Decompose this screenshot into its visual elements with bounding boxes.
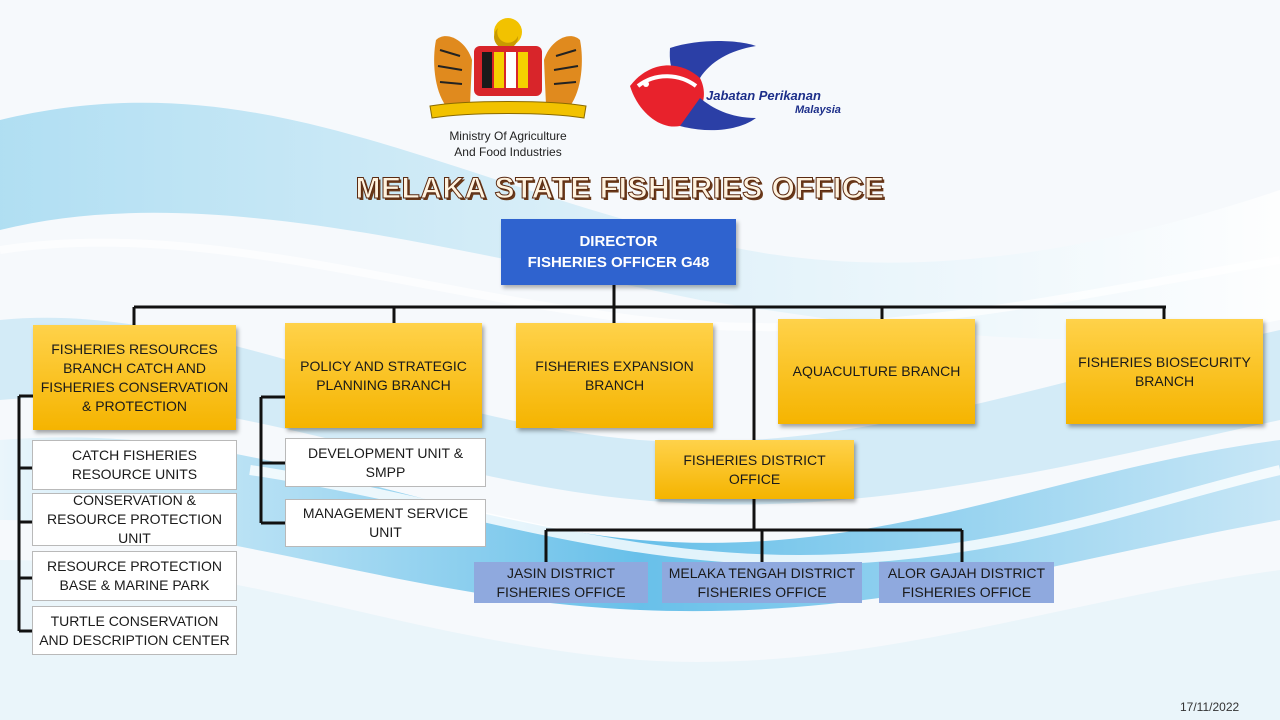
branch-fisheries-biosecurity: FISHERIES BIOSECURITY BRANCH (1066, 319, 1263, 424)
unit-conservation-resource-protection: CONSERVATION & RESOURCE PROTECTION UNIT (32, 492, 237, 546)
district-alor-gajah: ALOR GAJAH DISTRICT FISHERIES OFFICE (879, 562, 1054, 603)
page-title: MELAKA STATE FISHERIES OFFICE (355, 172, 885, 206)
unit-catch-fisheries-resource: CATCH FISHERIES RESOURCE UNITS (32, 440, 237, 490)
ministry-line-2: And Food Industries (454, 145, 562, 159)
branch-policy-strategic-planning: POLICY AND STRATEGIC PLANNING BRANCH (285, 323, 482, 428)
unit-turtle-conservation-center: TURTLE CONSERVATION AND DESCRIPTION CENT… (32, 606, 237, 655)
branch-aquaculture: AQUACULTURE BRANCH (778, 319, 975, 424)
fisheries-district-office: FISHERIES DISTRICT OFFICE (655, 440, 854, 499)
branch-fisheries-expansion: FISHERIES EXPANSION BRANCH (516, 323, 713, 428)
coat-of-arms-logo (429, 18, 587, 119)
jabatan-logo-subtext: Malaysia (795, 104, 841, 116)
jabatan-perikanan-logo (630, 41, 756, 131)
director-box: DIRECTOR FISHERIES OFFICER G48 (501, 219, 736, 285)
ministry-line-1: Ministry Of Agriculture (449, 129, 567, 143)
director-grade: FISHERIES OFFICER G48 (527, 254, 710, 271)
district-jasin: JASIN DISTRICT FISHERIES OFFICE (474, 562, 648, 603)
unit-development-smpp: DEVELOPMENT UNIT & SMPP (285, 438, 486, 487)
footer-date: 17/11/2022 (1180, 700, 1240, 714)
ministry-caption: Ministry Of Agriculture And Food Industr… (420, 128, 596, 160)
branch-fisheries-resources: FISHERIES RESOURCES BRANCH CATCH AND FIS… (33, 325, 236, 430)
district-melaka-tengah: MELAKA TENGAH DISTRICT FISHERIES OFFICE (662, 562, 862, 603)
unit-resource-protection-base: RESOURCE PROTECTION BASE & MARINE PARK (32, 551, 237, 601)
unit-management-service: MANAGEMENT SERVICE UNIT (285, 499, 486, 547)
jabatan-logo-text: Jabatan Perikanan (706, 88, 821, 103)
director-title: DIRECTOR (579, 233, 658, 250)
